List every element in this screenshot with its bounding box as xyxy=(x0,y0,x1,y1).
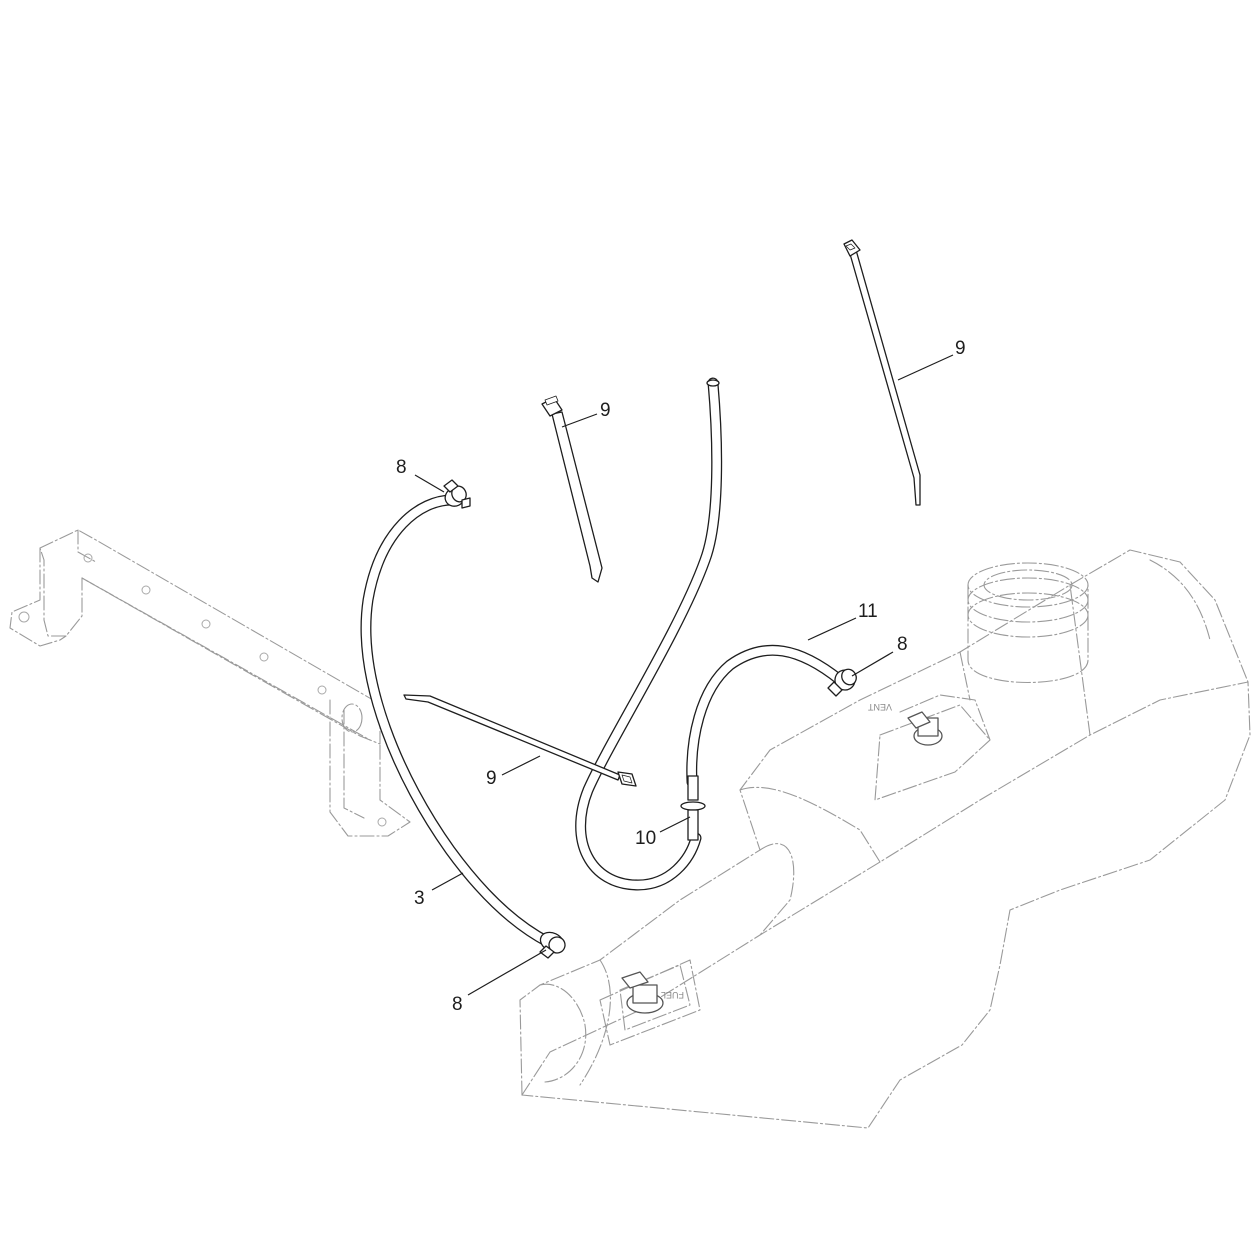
hose-clamp-8-bottom xyxy=(539,931,566,959)
hose-11 xyxy=(686,644,846,788)
fuel-tank-phantom: VENT FUEL xyxy=(519,549,1251,1129)
hose-clamp-8-top xyxy=(443,479,471,509)
cable-tie-9-long xyxy=(843,239,921,506)
hose-3 xyxy=(360,494,554,948)
cable-tie-9-mid xyxy=(403,694,637,787)
callout-8-top: 8 xyxy=(396,457,407,478)
svg-text:FUEL: FUEL xyxy=(661,990,684,1000)
vent-hose-upper xyxy=(575,377,723,891)
leader-lines xyxy=(414,354,954,996)
callout-8-bottom: 8 xyxy=(452,994,463,1015)
callout-3: 3 xyxy=(414,888,425,909)
hose-clamp-8-right xyxy=(827,668,857,697)
callout-9-long: 9 xyxy=(955,338,966,359)
callout-8-right: 8 xyxy=(897,634,908,655)
callout-9-strap-mid: 9 xyxy=(486,768,497,789)
frame-bracket-phantom xyxy=(9,529,411,837)
fitting-10 xyxy=(680,775,706,841)
callout-10: 10 xyxy=(635,828,656,849)
cable-tie-9-upper xyxy=(541,395,603,583)
callout-9-strap-top: 9 xyxy=(600,400,611,421)
svg-text:VENT: VENT xyxy=(867,702,892,712)
callout-11: 11 xyxy=(858,601,878,622)
